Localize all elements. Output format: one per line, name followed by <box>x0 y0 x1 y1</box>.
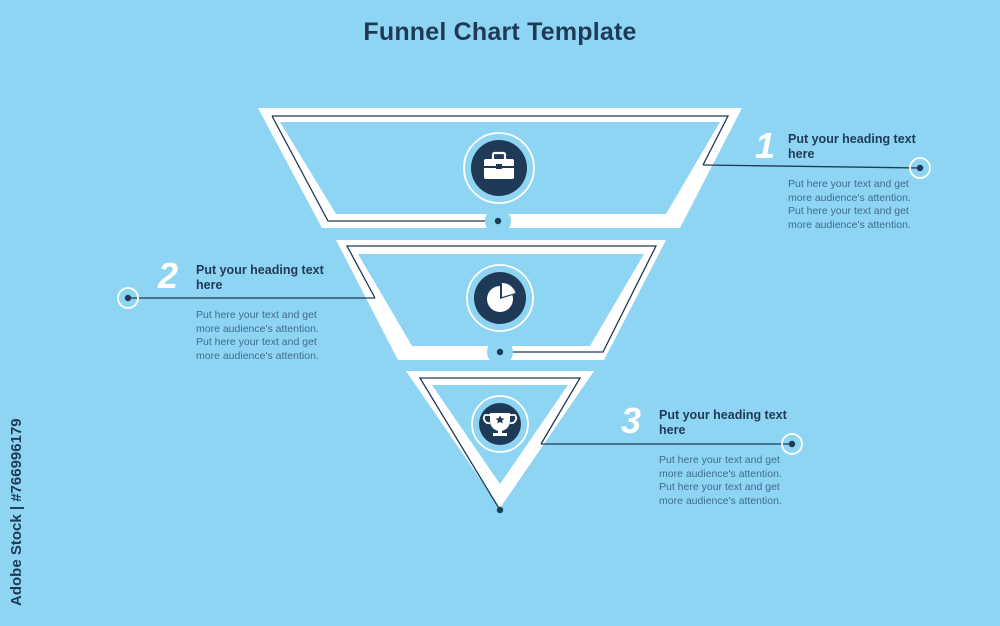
step-3-number: 3 <box>621 400 642 441</box>
step-2-body: Put here your text and get more audience… <box>196 309 319 362</box>
endpoint-2 <box>117 287 139 309</box>
page-title: Funnel Chart Template <box>363 18 637 46</box>
pie-chart-icon <box>466 264 534 332</box>
endpoint-3 <box>781 433 803 455</box>
step-3-body: Put here your text and get more audience… <box>659 454 782 507</box>
step-3-heading: Put your heading text here <box>659 408 787 437</box>
step-2-heading: Put your heading text here <box>196 263 324 292</box>
step-1-heading: Put your heading text here <box>788 132 916 161</box>
step-2-number: 2 <box>158 255 179 296</box>
step-1-number: 1 <box>755 125 776 166</box>
endpoint-1 <box>909 157 931 179</box>
step-1-body: Put here your text and get more audience… <box>788 178 911 231</box>
trophy-icon <box>471 395 529 453</box>
briefcase-icon <box>463 132 535 204</box>
stock-watermark-id: Adobe Stock | #766996179 <box>8 418 25 606</box>
